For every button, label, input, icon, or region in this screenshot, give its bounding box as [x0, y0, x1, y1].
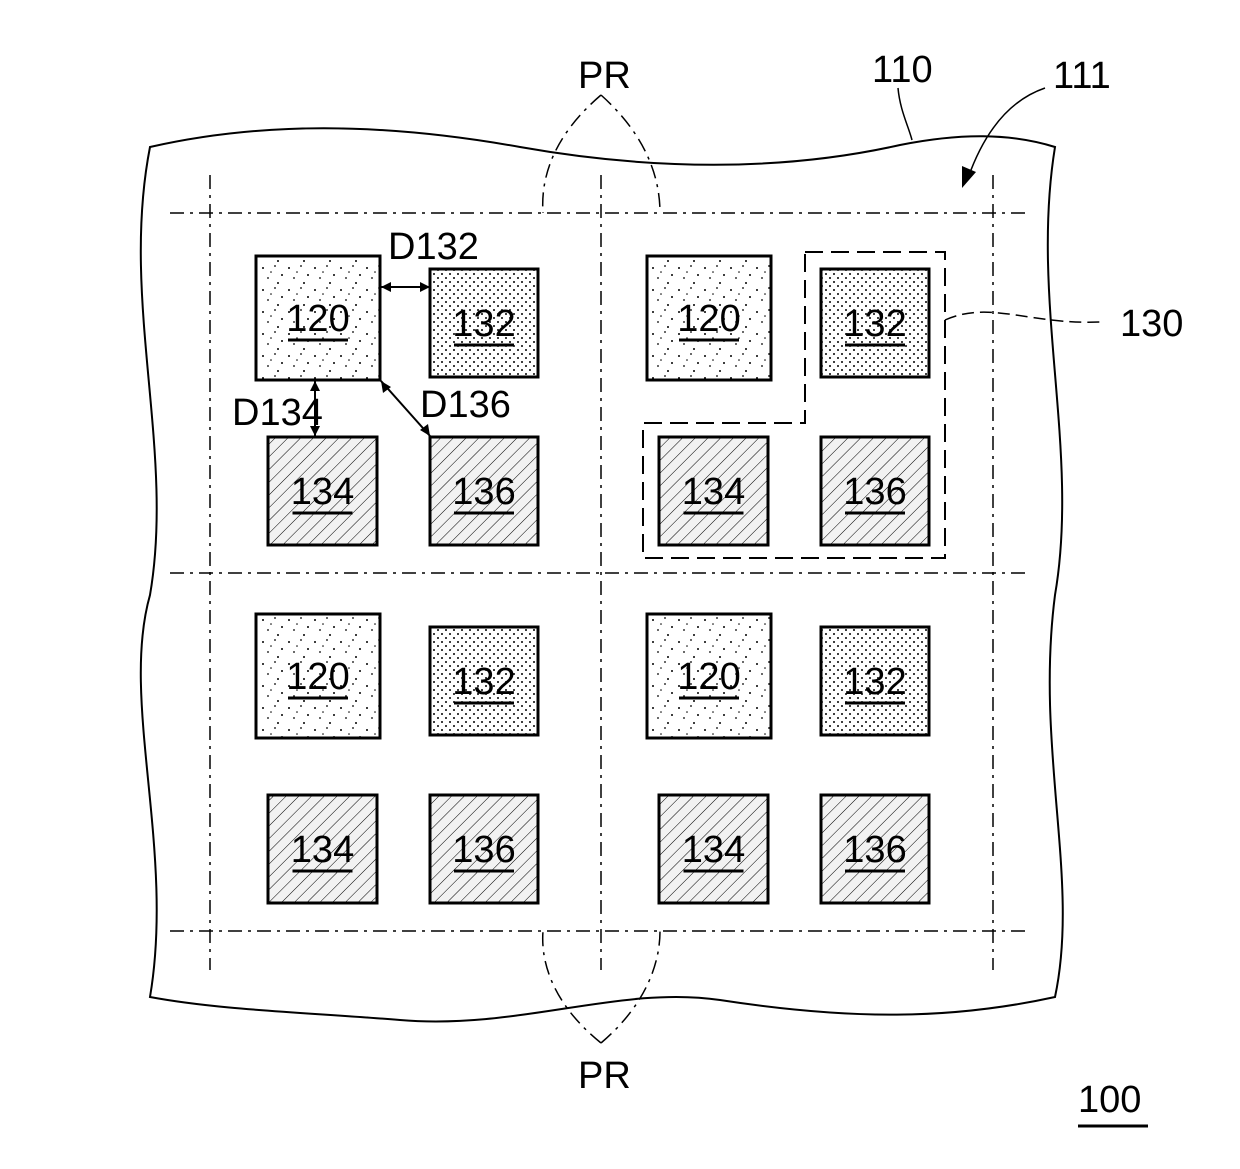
- component-label: 132: [843, 303, 906, 345]
- substrate-leader: [898, 88, 912, 140]
- pixel-region-label-bottom: PR: [578, 1055, 631, 1097]
- component-label: 120: [677, 298, 740, 340]
- component-134: 134: [659, 795, 768, 903]
- component-label: 134: [682, 829, 745, 871]
- component-label: 136: [452, 471, 515, 513]
- surface-label: 111: [1053, 55, 1111, 97]
- component-label: 120: [677, 656, 740, 698]
- component-134: 134: [659, 437, 768, 545]
- component-120: 120: [647, 614, 771, 738]
- component-label: 134: [291, 829, 354, 871]
- component-label: 136: [843, 829, 906, 871]
- component-136: 136: [821, 795, 929, 903]
- component-label: 132: [452, 661, 515, 703]
- component-136: 136: [430, 437, 538, 545]
- distance-label-d134: D134: [232, 392, 323, 434]
- device-label: 100: [1078, 1079, 1141, 1121]
- component-label: 120: [286, 656, 349, 698]
- component-120: 120: [256, 256, 380, 380]
- component-136: 136: [821, 437, 929, 545]
- component-label: 136: [843, 471, 906, 513]
- component-132: 132: [430, 269, 538, 377]
- component-132: 132: [821, 269, 929, 377]
- component-label: 132: [843, 661, 906, 703]
- component-132: 132: [430, 627, 538, 735]
- component-134: 134: [268, 437, 377, 545]
- component-132: 132: [821, 627, 929, 735]
- distance-label-d132: D132: [388, 226, 479, 268]
- pixel-region-label-top: PR: [578, 55, 631, 97]
- component-label: 136: [452, 829, 515, 871]
- component-label: 120: [286, 298, 349, 340]
- module-label: 130: [1120, 303, 1183, 345]
- component-label: 134: [291, 471, 354, 513]
- component-134: 134: [268, 795, 377, 903]
- substrate-label: 110: [872, 49, 933, 91]
- component-136: 136: [430, 795, 538, 903]
- component-label: 134: [682, 471, 745, 513]
- component-120: 120: [647, 256, 771, 380]
- distance-label-d136: D136: [420, 384, 511, 426]
- component-120: 120: [256, 614, 380, 738]
- component-label: 132: [452, 303, 515, 345]
